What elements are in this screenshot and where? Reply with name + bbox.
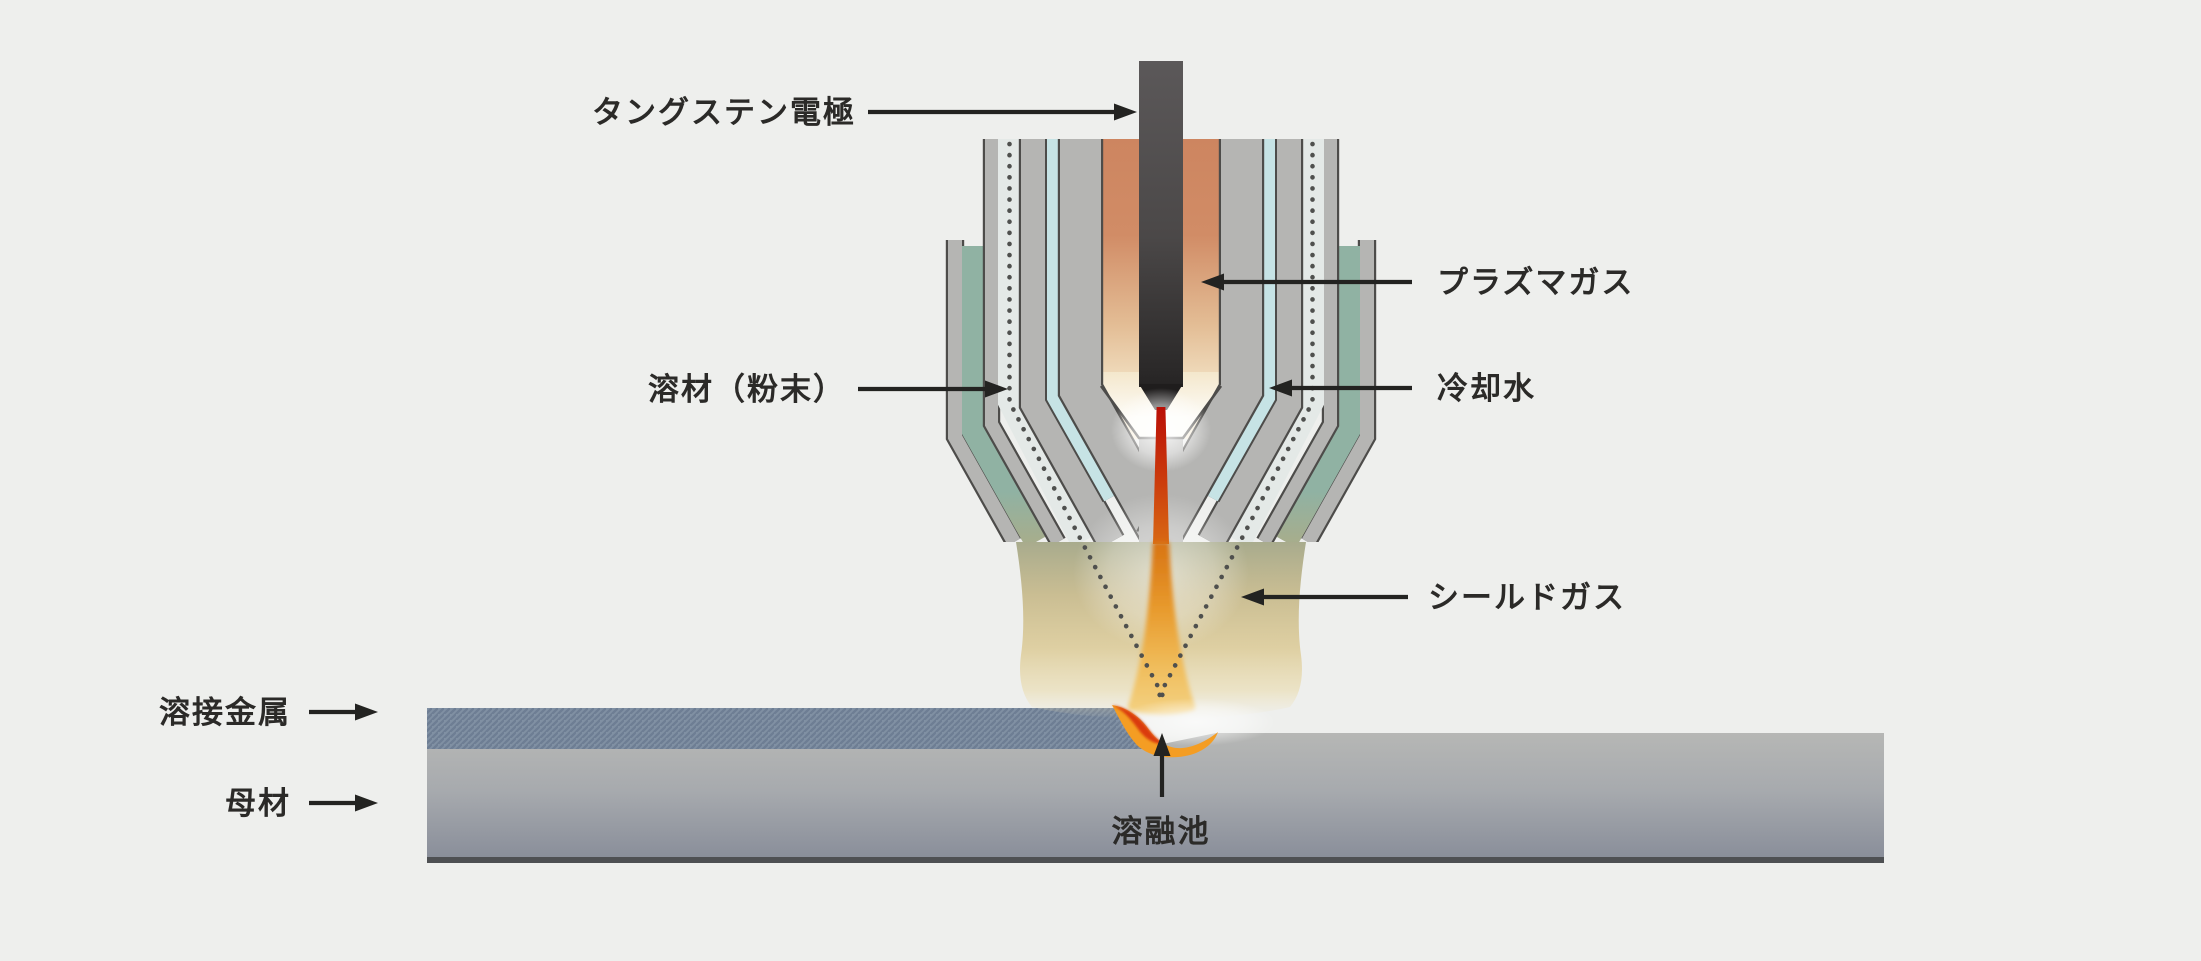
tungsten-electrode-label: タングステン電極 <box>592 95 856 130</box>
tungsten-electrode-rod <box>1139 61 1183 410</box>
shield-gas-channel-right <box>1275 246 1360 548</box>
torch-body-layers <box>945 139 1377 554</box>
slab-bottom-edge <box>427 857 1884 863</box>
molten-pool-label: 溶融池 <box>1112 814 1211 849</box>
weld-metal-label: 溶接金属 <box>159 695 291 730</box>
label-shield-gas: シールドガス <box>1241 580 1626 615</box>
plasma-gas-label: プラズマガス <box>1437 265 1634 300</box>
cooling-water-channel-right <box>1206 139 1275 502</box>
shield-gas-label: シールドガス <box>1428 580 1626 615</box>
molten-pool <box>1112 705 1218 758</box>
filler-powder-label: 溶材（粉末） <box>648 372 846 407</box>
label-cooling-water: 冷却水 <box>1269 371 1536 406</box>
plasma-arc <box>1153 407 1169 544</box>
annotations: タングステン電極 プラズマガス 溶材（粉末） 冷却水 シールドガス <box>159 95 1634 849</box>
tungsten-electrode-arrowhead <box>1114 103 1137 121</box>
filler-powder-arrowhead <box>985 380 1008 398</box>
weld-metal-arrowhead <box>355 703 378 721</box>
plasma-gas-arrowhead <box>1201 273 1224 291</box>
shield-gas-arrowhead <box>1241 588 1264 606</box>
label-tungsten-electrode: タングステン電極 <box>592 95 1137 130</box>
cooling-water-label: 冷却水 <box>1437 371 1536 406</box>
cooling-water-arrowhead <box>1269 379 1292 397</box>
powder-channel-right <box>1229 139 1324 548</box>
base-metal-arrowhead <box>355 794 378 812</box>
weld-metal-layer <box>427 708 1154 749</box>
arc-flame <box>1127 542 1196 715</box>
label-plasma-gas: プラズマガス <box>1201 265 1634 300</box>
label-molten-pool: 溶融池 <box>1112 733 1211 849</box>
label-filler-powder: 溶材（粉末） <box>648 372 1008 407</box>
base-metal-slab <box>427 733 1884 863</box>
shield-gas-channel-left <box>962 246 1047 548</box>
label-base-metal: 母材 <box>225 786 378 821</box>
base-metal-label: 母材 <box>225 786 291 821</box>
pool-glow <box>1116 698 1276 746</box>
label-weld-metal: 溶接金属 <box>159 695 378 730</box>
molten-pool-arrowhead <box>1153 733 1171 756</box>
cooling-water-channel-left <box>1047 139 1116 502</box>
powder-channel-left <box>998 139 1093 548</box>
